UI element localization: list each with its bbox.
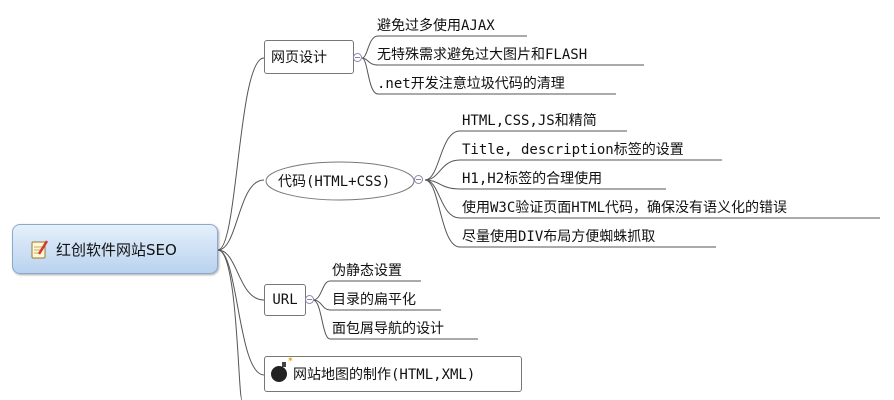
root-label: 红创软件网站SEO (56, 240, 177, 259)
bomb-icon (271, 355, 293, 382)
branch-label: URL (272, 292, 298, 308)
collapse-handle[interactable] (353, 53, 362, 62)
leaf-item[interactable]: 无特殊需求避免过大图片和FLASH (377, 47, 588, 63)
leaf-item[interactable]: 避免过多使用AJAX (377, 18, 495, 34)
collapse-handle[interactable] (414, 175, 423, 184)
branch-url[interactable]: URL (264, 284, 306, 316)
branch-webpage-design[interactable]: 网页设计 (264, 40, 354, 74)
leaf-item[interactable]: 伪静态设置 (332, 263, 402, 279)
leaf-item[interactable]: Title, description标签的设置 (462, 142, 684, 158)
leaf-item[interactable]: .net开发注意垃圾代码的清理 (377, 76, 565, 92)
leaf-item[interactable]: 目录的扁平化 (332, 292, 416, 308)
leaf-item[interactable]: 尽量使用DIV布局方便蜘蛛抓取 (462, 229, 656, 245)
branch-label: 代码(HTML+CSS) (278, 174, 391, 190)
leaf-item[interactable]: 使用W3C验证页面HTML代码，确保没有语义化的错误 (462, 200, 787, 216)
collapse-handle[interactable] (305, 295, 314, 304)
root-node[interactable]: 红创软件网站SEO (12, 224, 218, 274)
leaf-item[interactable]: 面包屑导航的设计 (332, 321, 444, 337)
leaf-item[interactable]: HTML,CSS,JS和精简 (462, 113, 597, 129)
notepad-pencil-icon (31, 239, 49, 259)
branch-code-html-css[interactable]: 代码(HTML+CSS) (264, 160, 416, 202)
branch-label: 网站地图的制作(HTML,XML) (293, 367, 476, 383)
leaf-item[interactable]: H1,H2标签的合理使用 (462, 171, 603, 187)
branch-sitemap[interactable]: 网站地图的制作(HTML,XML) (264, 355, 522, 392)
branch-label: 网页设计 (271, 50, 327, 66)
